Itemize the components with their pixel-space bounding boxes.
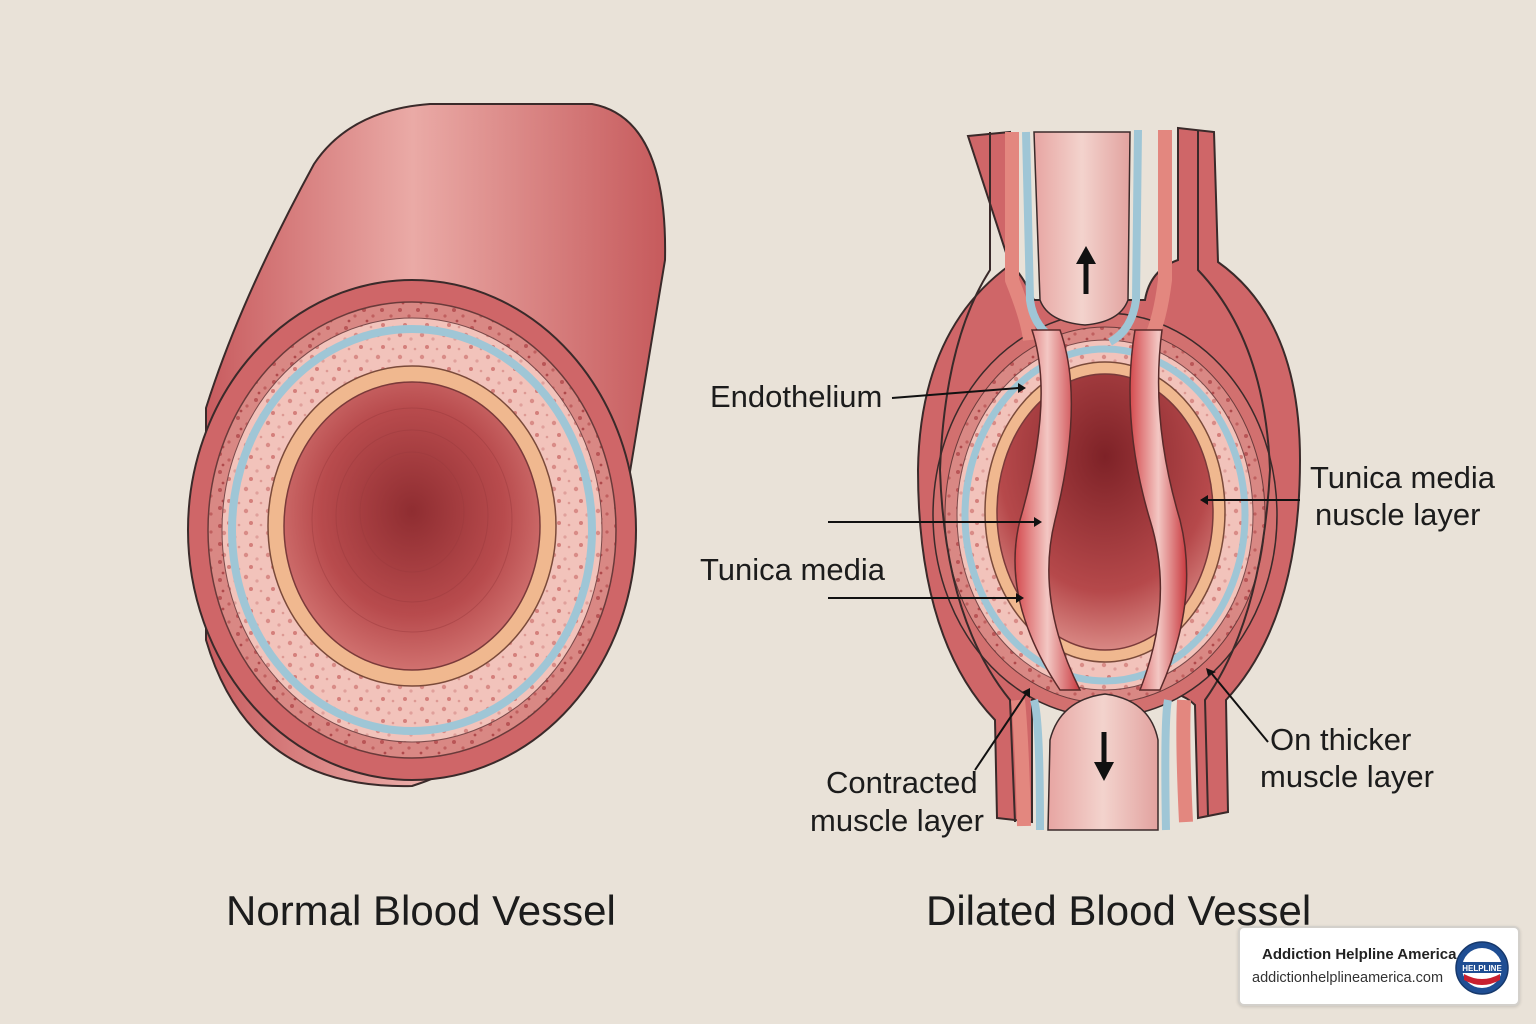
- normal-vessel-lumen-texture: [311, 407, 513, 633]
- label-tunica-media-muscle-line1: Tunica media: [1310, 460, 1496, 495]
- leader-lines: [828, 383, 1300, 771]
- leader-thicker: [1211, 673, 1269, 743]
- normal-vessel-lumen: [283, 381, 541, 671]
- normal-vessel-endothelium: [228, 325, 596, 735]
- badge-url[interactable]: addictionhelplineamerica.com: [1252, 970, 1444, 986]
- label-tunica-media-muscle-line2: nuscle layer: [1315, 497, 1480, 532]
- dilated-vessel-muscle-band-left: [1014, 329, 1082, 691]
- label-tunica-media: Tunica media: [700, 552, 886, 587]
- helpline-badge[interactable]: Addiction Helpline America addictionhelp…: [1238, 926, 1520, 1006]
- label-thicker-line1: On thicker: [1270, 722, 1411, 757]
- badge-title: Addiction Helpline America: [1262, 946, 1457, 963]
- label-contracted-line2: muscle layer: [810, 803, 984, 838]
- leader-contracted: [974, 693, 1027, 771]
- arrow-up-icon: [1076, 246, 1096, 294]
- normal-vessel: [187, 103, 667, 788]
- caption-normal-vessel: Normal Blood Vessel: [226, 887, 616, 934]
- dilated-vessel-muscle-band-right: [1129, 329, 1188, 691]
- label-contracted-line1: Contracted: [826, 765, 978, 800]
- label-thicker-line2: muscle layer: [1260, 759, 1434, 794]
- dilated-vessel: [916, 126, 1302, 831]
- dilated-vessel-channel-upper: [1033, 131, 1131, 326]
- arrow-down-icon: [1094, 732, 1114, 781]
- label-endothelium: Endothelium: [710, 379, 882, 414]
- svg-text:HELPLINE: HELPLINE: [1462, 964, 1502, 973]
- leader-endothelium: [891, 387, 1019, 399]
- helpline-seal-icon: HELPLINE: [1455, 941, 1509, 995]
- dilated-vessel-endothelium: [961, 345, 1249, 685]
